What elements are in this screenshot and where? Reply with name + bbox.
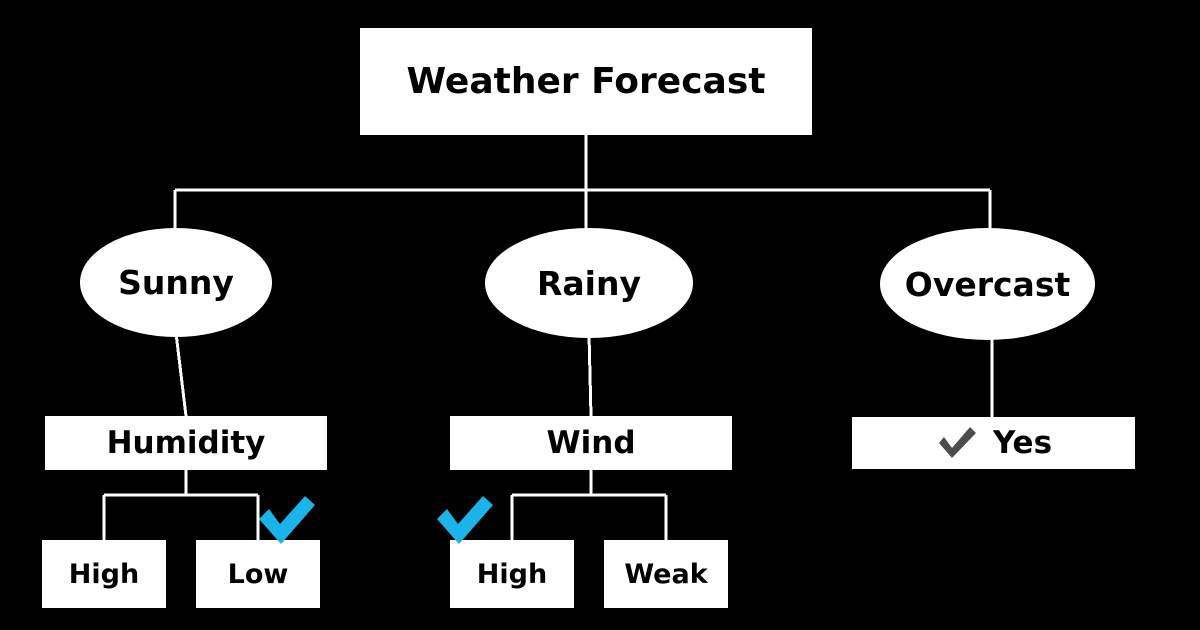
node-label: Humidity	[106, 424, 266, 461]
node-label: Low	[227, 558, 289, 590]
check-icon	[935, 424, 979, 462]
node-weather-forecast[interactable]: Weather Forecast	[360, 28, 812, 135]
node-humidity-high[interactable]: High	[42, 540, 166, 608]
node-sunny[interactable]: Sunny	[80, 228, 272, 337]
node-label: High	[68, 558, 140, 590]
node-label: Overcast	[904, 264, 1071, 304]
node-label: Wind	[546, 424, 636, 461]
node-wind[interactable]: Wind	[450, 416, 732, 470]
node-humidity-low[interactable]: Low	[196, 540, 320, 608]
node-label: Weak	[624, 558, 708, 590]
node-label: High	[476, 558, 548, 590]
node-overcast[interactable]: Overcast	[880, 228, 1095, 340]
node-humidity[interactable]: Humidity	[45, 416, 327, 470]
node-yes[interactable]: Yes	[852, 417, 1135, 469]
node-label: Rainy	[537, 263, 641, 303]
node-label: Yes	[992, 424, 1053, 461]
node-label: Sunny	[118, 263, 234, 302]
node-rainy[interactable]: Rainy	[485, 228, 693, 338]
node-label: Weather Forecast	[406, 60, 766, 102]
node-wind-weak[interactable]: Weak	[604, 540, 728, 608]
edge-sunny-to-humidity	[174, 332, 188, 417]
node-wind-high[interactable]: High	[450, 540, 574, 608]
edge-rainy-to-wind	[587, 333, 593, 417]
